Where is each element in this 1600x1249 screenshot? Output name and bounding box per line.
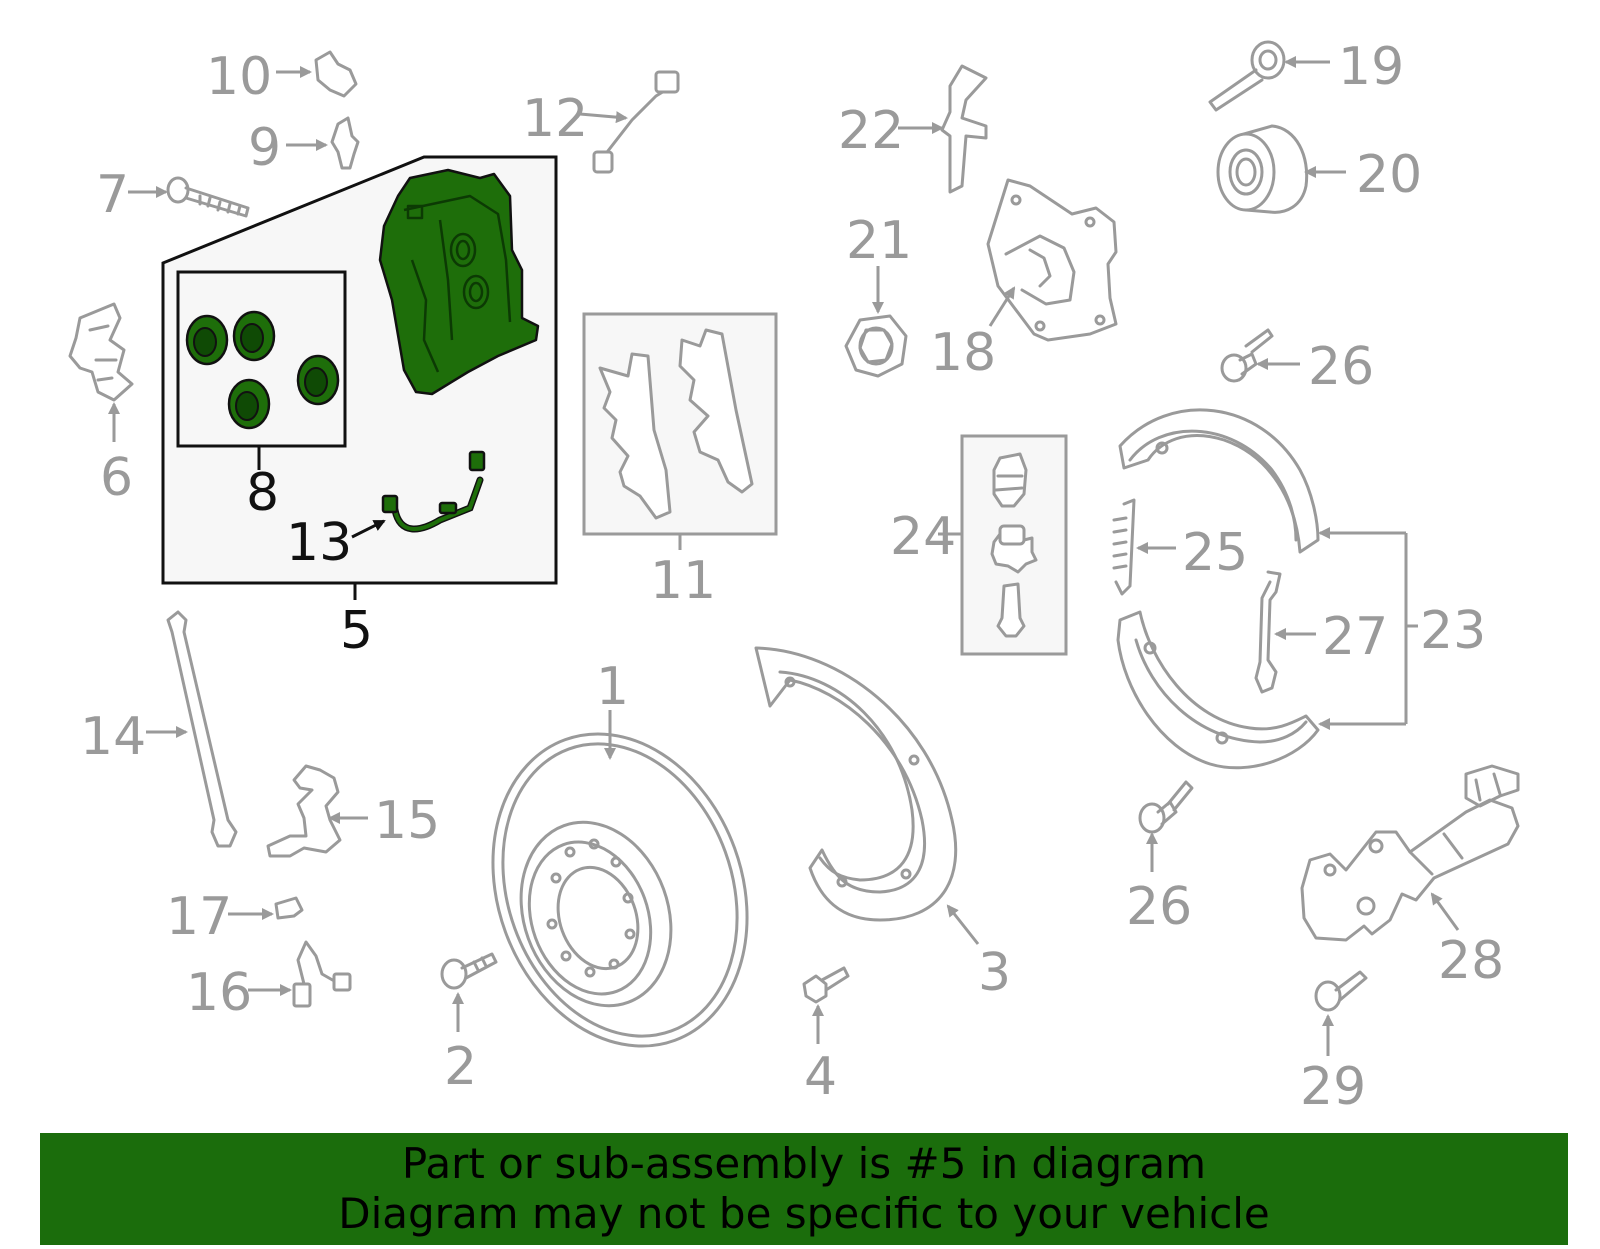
- sensor-16-part[interactable]: 16: [186, 940, 352, 1023]
- callout-14: 14: [80, 707, 146, 767]
- banner-line-1: Part or sub-assembly is #5 in diagram: [401, 1139, 1207, 1188]
- spring-26b-part[interactable]: 26: [1126, 780, 1194, 937]
- sensor-12-part[interactable]: 12: [522, 70, 680, 174]
- bleeder-9-part[interactable]: 9: [248, 116, 360, 178]
- bolt-2-part[interactable]: 2: [440, 952, 498, 1097]
- callout-11: 11: [650, 551, 716, 611]
- dust-shield-3-part[interactable]: 3: [754, 646, 1011, 1003]
- bracket-6-part[interactable]: 6: [68, 302, 134, 508]
- callout-9: 9: [248, 118, 281, 178]
- callout-10: 10: [206, 47, 272, 107]
- brake-pads-11-part[interactable]: 11: [582, 312, 778, 611]
- bolt-29-part[interactable]: 29: [1300, 970, 1368, 1117]
- adjuster-kit-24-part[interactable]: 24: [890, 434, 1068, 656]
- callout-26b: 26: [1126, 877, 1192, 937]
- clip-10-part[interactable]: 10: [206, 47, 358, 107]
- callout-22: 22: [838, 101, 904, 161]
- hub-18-part[interactable]: 18: [930, 178, 1118, 383]
- callout-4: 4: [804, 1047, 837, 1107]
- callout-29: 29: [1300, 1057, 1366, 1117]
- nut-21-part[interactable]: 21: [844, 211, 912, 378]
- spring-27-part[interactable]: 27: [1254, 570, 1388, 694]
- callout-25: 25: [1182, 523, 1248, 583]
- info-banner: Part or sub-assembly is #5 in diagram Di…: [40, 1133, 1568, 1245]
- callout-18: 18: [930, 323, 996, 383]
- banner-line-2: Diagram may not be specific to your vehi…: [338, 1189, 1270, 1238]
- actuator-28-part[interactable]: 28: [1300, 764, 1520, 991]
- bolt-19-part[interactable]: 19: [1208, 37, 1404, 112]
- bearing-20-part[interactable]: 20: [1216, 124, 1422, 214]
- shield-15-part[interactable]: 15: [266, 764, 440, 858]
- callout-12: 12: [522, 89, 588, 149]
- callout-17: 17: [166, 887, 232, 947]
- callout-26a: 26: [1308, 337, 1374, 397]
- callout-20: 20: [1356, 145, 1422, 205]
- callout-1: 1: [596, 657, 629, 717]
- callout-21: 21: [846, 211, 912, 271]
- callout-24: 24: [890, 507, 956, 567]
- brake-line-14-part[interactable]: 14: [80, 610, 238, 848]
- callout-3: 3: [978, 943, 1011, 1003]
- brake-shoes-23-part[interactable]: 23: [1116, 408, 1486, 770]
- bracket-22-part[interactable]: 22: [838, 64, 988, 194]
- bolt-7-part[interactable]: 7: [96, 165, 250, 225]
- spring-25-part[interactable]: 25: [1112, 498, 1248, 596]
- brake-caliper-part[interactable]: [378, 168, 540, 396]
- callout-8: 8: [246, 463, 279, 523]
- brake-rotor-1-part[interactable]: 1: [451, 657, 790, 1082]
- callout-27: 27: [1322, 607, 1388, 667]
- callout-13: 13: [286, 513, 352, 573]
- spring-26a-part[interactable]: 26: [1220, 328, 1374, 397]
- callout-16: 16: [186, 963, 252, 1023]
- clip-17-part[interactable]: 17: [166, 887, 304, 947]
- callout-2: 2: [444, 1037, 477, 1097]
- bolt-4-part[interactable]: 4: [802, 966, 850, 1107]
- callout-15: 15: [374, 791, 440, 851]
- callout-19: 19: [1338, 37, 1404, 97]
- callout-6: 6: [100, 448, 133, 508]
- callout-7: 7: [96, 165, 129, 225]
- wear-sensor-13-part[interactable]: [381, 450, 486, 533]
- callout-23: 23: [1420, 601, 1486, 661]
- callout-5: 5: [340, 601, 373, 661]
- callout-28: 28: [1438, 931, 1504, 991]
- caliper-assembly-group[interactable]: 8 13 5: [161, 155, 558, 661]
- caliper-seal-kit-part[interactable]: [185, 310, 340, 430]
